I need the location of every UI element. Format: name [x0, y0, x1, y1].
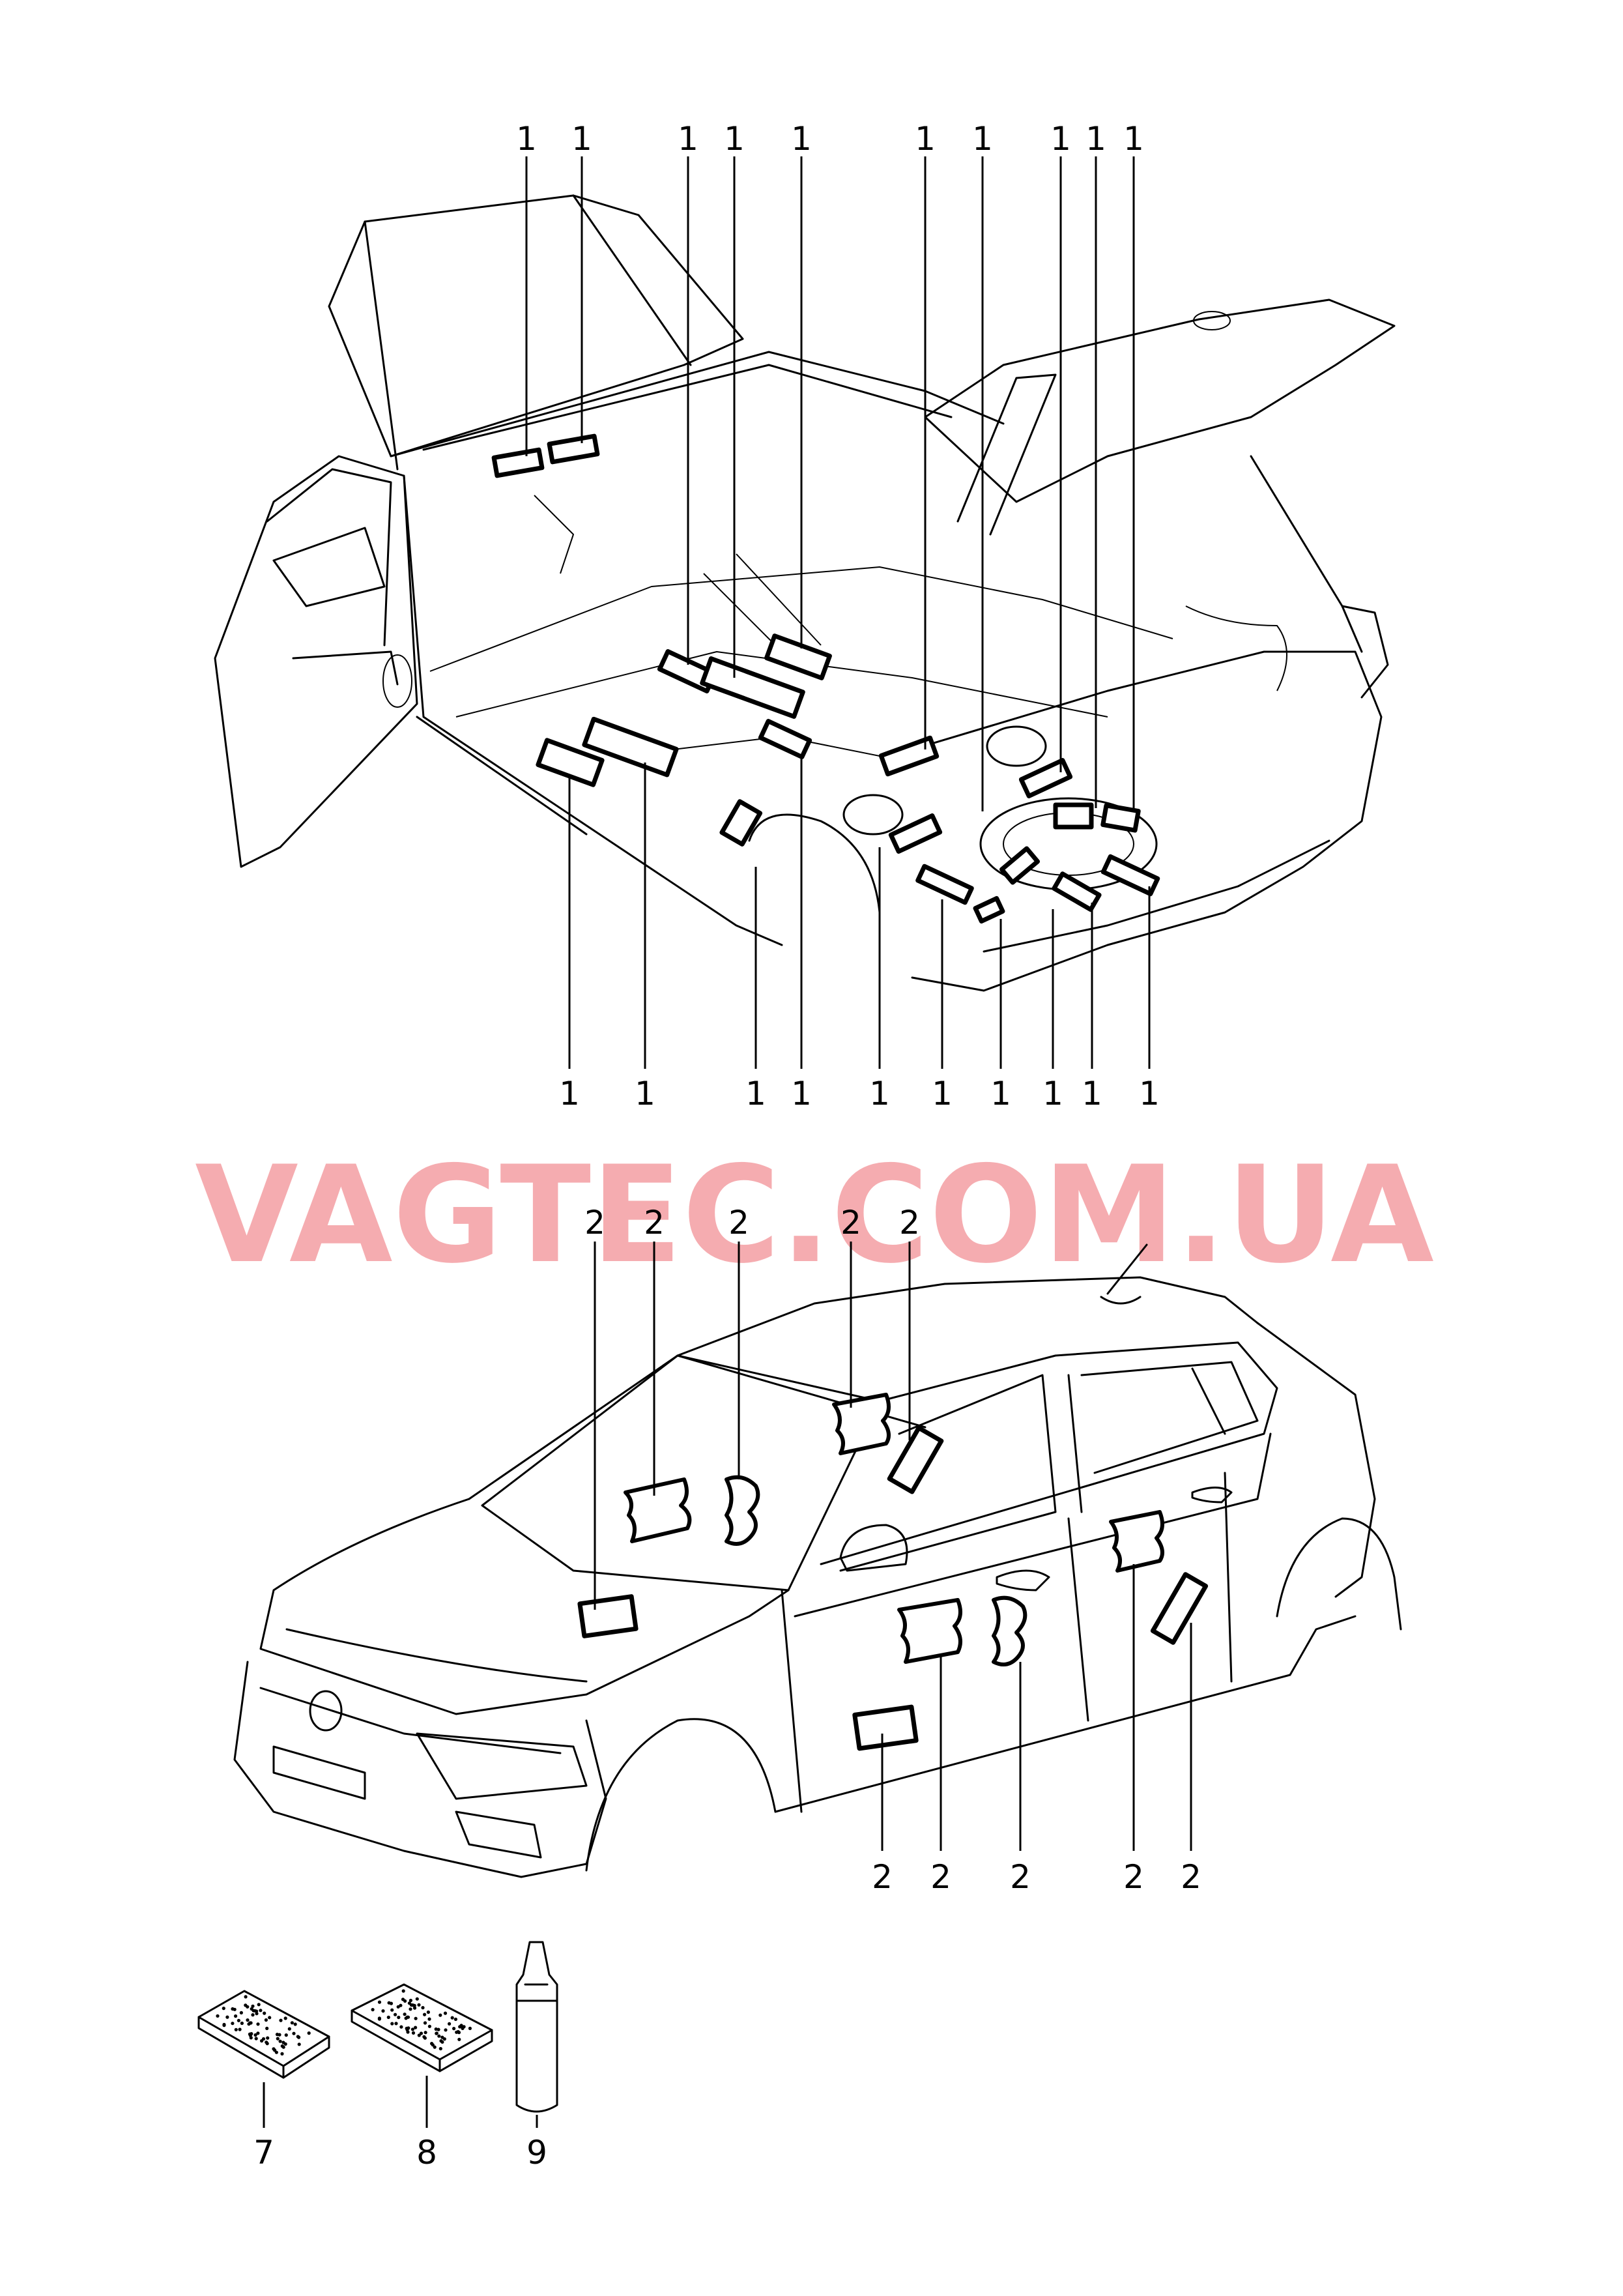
- callout-label: 1: [990, 1075, 1011, 1112]
- callout-label: 1: [724, 120, 745, 158]
- callout-label: 2: [872, 1858, 893, 1896]
- part-9-bottle: 9: [515, 1941, 558, 2172]
- upper-pads: [491, 433, 1160, 924]
- callout-label: 2: [1010, 1858, 1031, 1896]
- lower-leaders: [594, 1242, 1192, 1851]
- callout-label: 1: [1085, 120, 1106, 158]
- callout-label: 1: [791, 120, 812, 158]
- callout-label: 1: [791, 1075, 812, 1112]
- callout-label: 1: [1123, 120, 1144, 158]
- callout-label: 1: [516, 120, 537, 158]
- watermark: VAGTEC.COM.UA: [195, 1138, 1434, 1293]
- top-callout-labels: 1 1 1 1 1 1 1 1 1 1: [516, 120, 1144, 158]
- callout-label: 1: [932, 1075, 953, 1112]
- upper-car-body: [214, 194, 1396, 992]
- part-8-pad: 8: [351, 1983, 493, 2172]
- part-number-label: 7: [253, 2134, 274, 2172]
- part-7-pad: 7: [197, 1990, 330, 2172]
- part-number-label: 9: [526, 2134, 547, 2172]
- callout-label: 1: [571, 120, 592, 158]
- part-number-label: 8: [416, 2134, 437, 2172]
- callout-label: 1: [745, 1075, 766, 1112]
- callout-label: 1: [678, 120, 698, 158]
- callout-label: 1: [869, 1075, 890, 1112]
- callout-label: 1: [1050, 120, 1071, 158]
- callout-label: 2: [840, 1204, 861, 1242]
- upper-leaders: [525, 156, 1151, 1069]
- callout-label: 1: [972, 120, 993, 158]
- bottom-callout-labels: 2 2 2 2 2: [872, 1858, 1201, 1896]
- callout-label: 1: [915, 120, 936, 158]
- callout-label: 1: [1082, 1075, 1102, 1112]
- callout-label: 1: [1042, 1075, 1063, 1112]
- callout-label: 2: [728, 1204, 749, 1242]
- callout-label: 1: [1139, 1075, 1160, 1112]
- callout-label: 1: [635, 1075, 655, 1112]
- lower-pads: [577, 1393, 1209, 1751]
- callout-label: 2: [644, 1204, 665, 1242]
- callout-label: 2: [1181, 1858, 1201, 1896]
- callout-label: 2: [930, 1858, 951, 1896]
- callout-label: 2: [899, 1204, 920, 1242]
- callout-label: 1: [559, 1075, 580, 1112]
- floor-callout-labels: 1 1 1 1 1 1 1 1 1 1: [559, 1075, 1160, 1112]
- callout-label: 2: [1123, 1858, 1144, 1896]
- lower-car-body: [233, 1243, 1402, 1878]
- roof-callout-labels: 2 2 2 2 2: [584, 1204, 920, 1242]
- callout-label: 2: [584, 1204, 605, 1242]
